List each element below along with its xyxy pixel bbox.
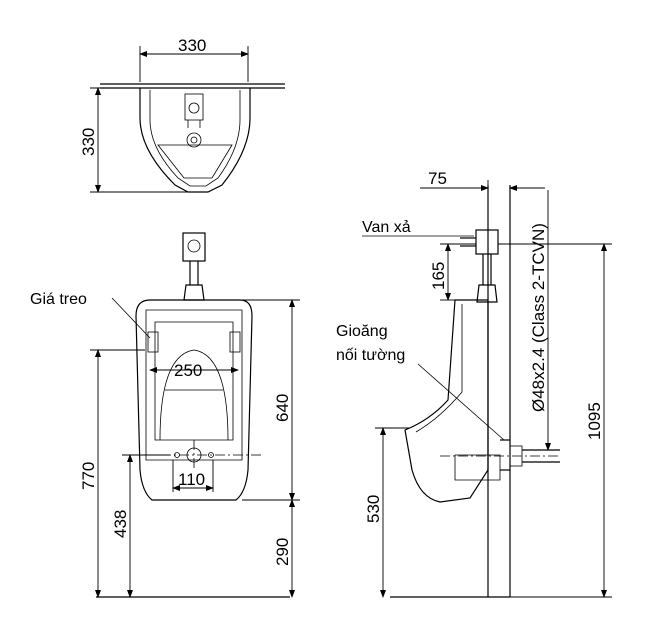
- bracket-label: Giá treo: [30, 291, 87, 308]
- dim-outlet-height-side: [375, 427, 410, 598]
- gasket-label-line1: Gioăng: [336, 323, 388, 340]
- dim-inner-width-label: 250: [174, 361, 202, 380]
- dim-rim-height-label: 770: [79, 462, 98, 490]
- dim-top-depth: [90, 87, 188, 193]
- dim-outlet-height-side-label: 530: [364, 495, 383, 523]
- dim-outlet-height-label: 438: [111, 510, 130, 538]
- valve-label: Van xả: [362, 219, 411, 236]
- gasket-leader: [417, 363, 505, 441]
- dim-bottom-clearance-label: 290: [273, 538, 292, 566]
- dim-top-depth-label: 330: [79, 128, 98, 156]
- bracket-leader: [111, 297, 151, 339]
- dim-outlet-height: [122, 454, 170, 598]
- top-view: [100, 83, 285, 193]
- dim-outlet-spacing: [172, 460, 214, 492]
- dim-valve-offset-label: 75: [428, 169, 447, 188]
- dim-valve-offset: [420, 180, 545, 225]
- dim-top-width-label: 330: [178, 36, 206, 55]
- dim-valve-drop: [440, 243, 476, 301]
- dim-pipe-spec-label: Ø48x2.4 (Class 2-TCVN): [529, 223, 548, 412]
- side-view: [390, 185, 560, 598]
- dim-body-height-label: 640: [273, 394, 292, 422]
- front-view: [96, 232, 290, 598]
- gasket-label-line2: nối tường: [336, 347, 405, 364]
- dim-rim-height: [90, 349, 145, 598]
- dim-outlet-spacing-label: 110: [178, 470, 205, 489]
- dim-top-width: [139, 46, 249, 82]
- dim-valve-height-label: 1095: [585, 402, 604, 440]
- dim-valve-height: [498, 243, 612, 598]
- dim-valve-drop-label: 165: [429, 262, 448, 290]
